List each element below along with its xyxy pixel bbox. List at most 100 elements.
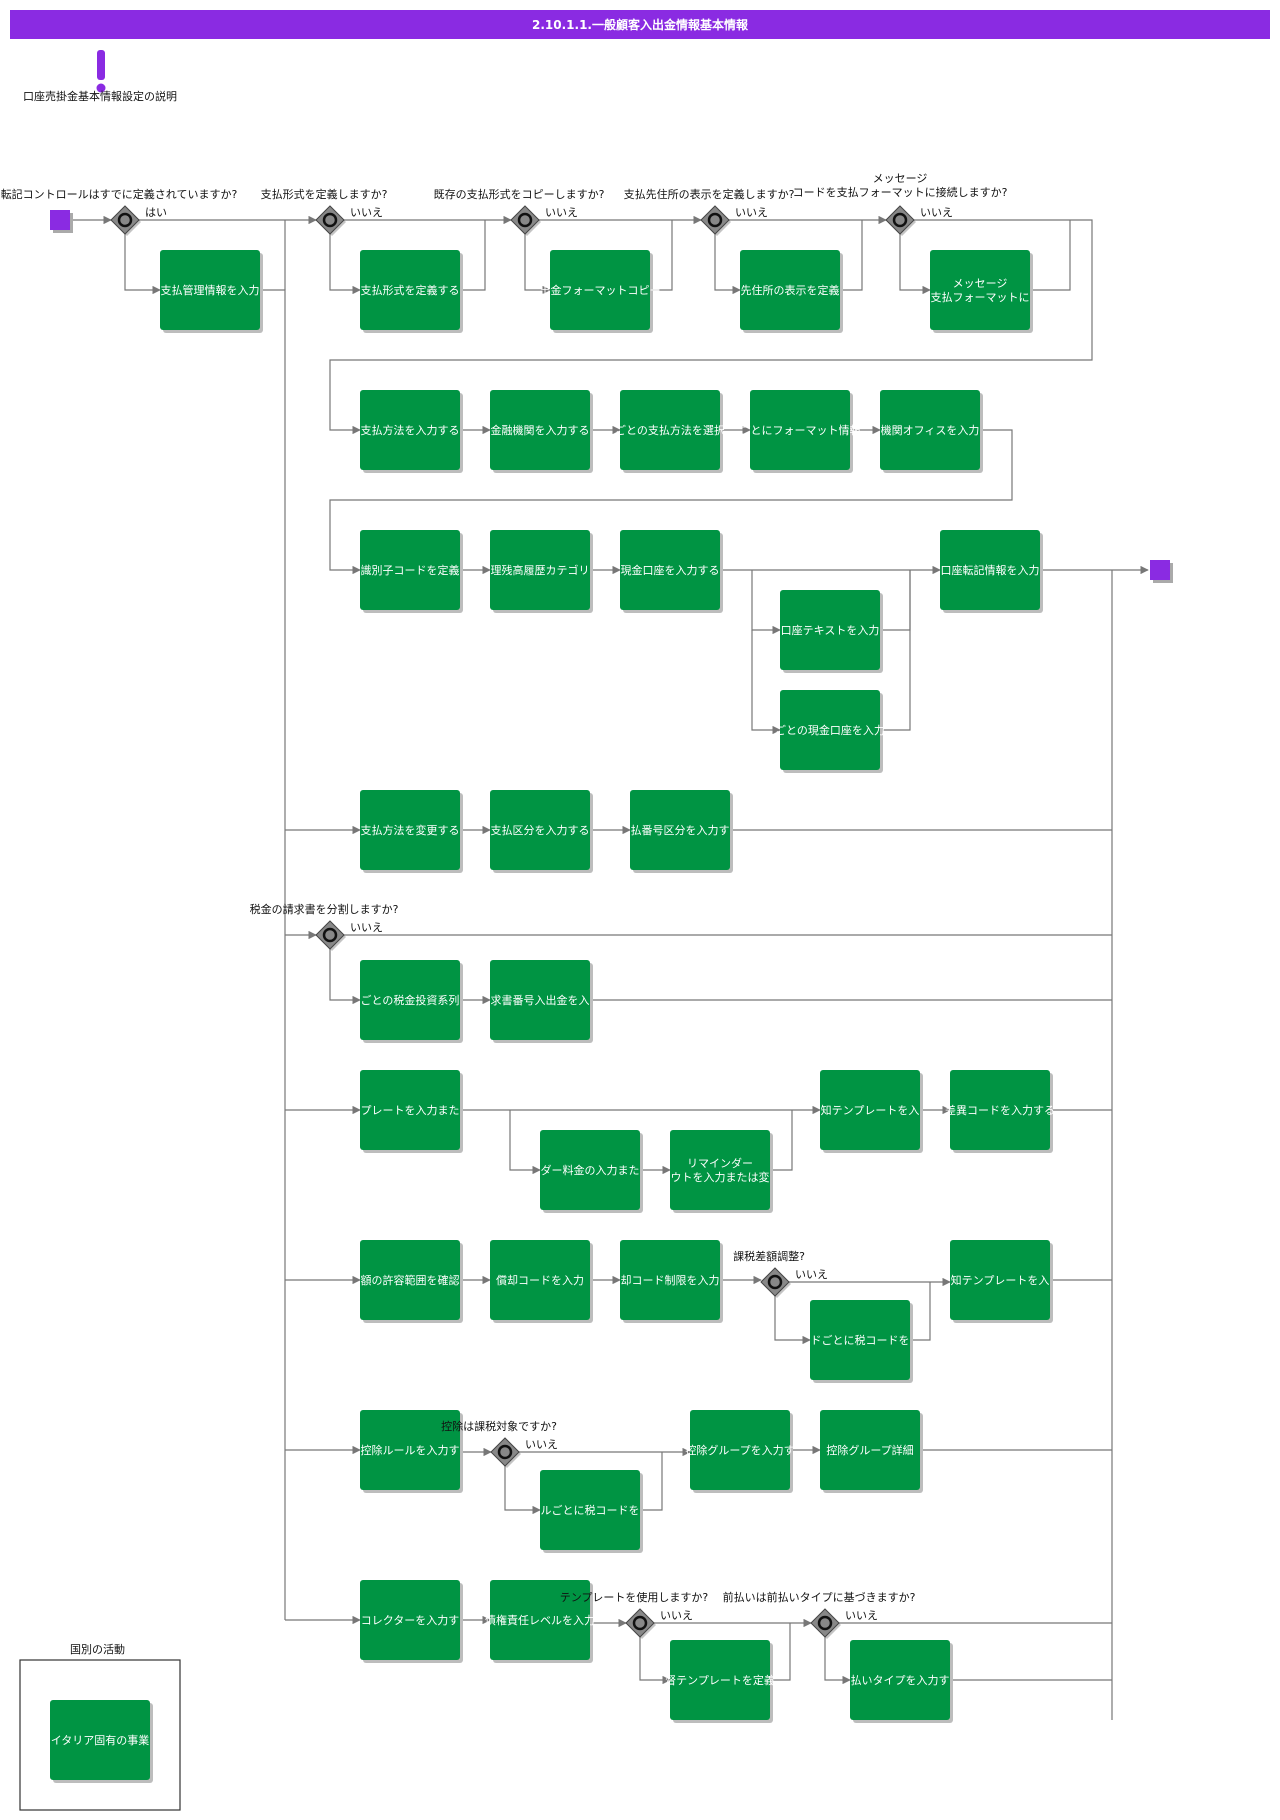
task-body	[750, 390, 850, 470]
note-label: 口座売掛金基本情報設定の説明	[23, 89, 177, 103]
task-t15[interactable]: ごとの現金口座を入力	[775, 690, 885, 773]
task-t34[interactable]: 控除グループを入力す	[685, 1410, 795, 1493]
task-t14[interactable]: 口座テキストを入力	[780, 590, 883, 673]
gateway-g7[interactable]: 課税差額調整?いいえ	[733, 1249, 828, 1298]
connector-line	[880, 570, 911, 731]
task-t21[interactable]: 求書番号入出金を入	[490, 960, 593, 1043]
task-label: 機関オフィスを入力	[881, 423, 980, 437]
task-label: 求書番号入出金を入	[491, 993, 590, 1007]
task-t30[interactable]: ドごとに税コードを	[810, 1300, 913, 1383]
task-label: 知テンプレートを入	[821, 1103, 920, 1117]
end-event[interactable]	[1150, 560, 1173, 583]
task-t2[interactable]: 支払形式を定義する	[360, 250, 463, 333]
task-t23[interactable]: ダー料金の入力また	[540, 1130, 643, 1213]
task-t6[interactable]: 支払方法を入力する	[360, 390, 463, 473]
gateway-g6[interactable]: 税金の請求書を分割しますか?いいえ	[250, 902, 399, 951]
task-label: 支払形式を定義する	[361, 283, 460, 297]
gateway-diamond	[510, 205, 540, 235]
gateway-branch-label: いいえ	[735, 206, 768, 219]
gateway-g9[interactable]: テンプレートを使用しますか?いいえ	[560, 1591, 709, 1639]
task-t40[interactable]: イタリア固有の事業	[50, 1700, 153, 1783]
task-t7[interactable]: 金融機関を入力する	[490, 390, 593, 473]
task-t3[interactable]: 出金フォーマットコピー	[540, 250, 661, 333]
task-label: 理残高履歴カテゴリ	[491, 563, 590, 577]
task-t9[interactable]: ごとにフォーマット情報	[740, 390, 861, 473]
nodes: 支払管理情報を入力 支払形式を定義する 出金フォーマットコピー先住所の表示を定義 メッ…	[1, 172, 1173, 1783]
task-label: 債権責任レベルを入力	[485, 1613, 595, 1627]
task-label: 額の許容範囲を確認	[361, 1273, 460, 1287]
gateway-g2[interactable]: 支払形式を定義しますか?いいえ	[261, 187, 388, 236]
gateway-question: 既存の支払形式をコピーしますか?	[434, 187, 605, 201]
task-body	[360, 250, 460, 330]
start-event[interactable]	[50, 210, 73, 233]
task-t19[interactable]: 払番号区分を入力す	[630, 790, 733, 873]
gateway-diamond	[810, 1608, 840, 1638]
task-t10[interactable]: 機関オフィスを入力	[880, 390, 983, 473]
task-t22[interactable]: プレートを入力また	[360, 1070, 463, 1153]
task-t13[interactable]: 現金口座を入力する	[620, 530, 723, 613]
task-label: ごとの税金投資系列	[361, 993, 460, 1007]
task-label: 控除ルールを入力す	[361, 1443, 460, 1457]
connector-line	[840, 220, 863, 291]
task-t28[interactable]: 償却コードを入力	[490, 1240, 593, 1323]
task-t32[interactable]: 控除ルールを入力す	[360, 1410, 463, 1493]
task-t27[interactable]: 額の許容範囲を確認	[360, 1240, 463, 1323]
gateway-g10[interactable]: 前払いは前払いタイプに基づきますか?いいえ	[723, 1590, 916, 1639]
task-body	[670, 1130, 770, 1210]
task-label: 差異コードを入力する	[945, 1103, 1055, 1117]
task-body	[360, 1240, 460, 1320]
task-label: 支払区分を入力する	[491, 823, 590, 837]
task-t18[interactable]: 支払区分を入力する	[490, 790, 593, 873]
connector-line	[460, 220, 486, 291]
task-t16[interactable]: 口座転記情報を入力	[940, 530, 1043, 613]
task-t36[interactable]: コレクターを入力す	[360, 1580, 463, 1663]
task-t11[interactable]: 識別子コードを定義	[360, 530, 463, 613]
gateway-question: 控除は課税対象ですか?	[441, 1419, 557, 1433]
task-label-line1: リマインダー	[687, 1156, 753, 1170]
task-label: 金融機関を入力する	[491, 423, 590, 437]
task-t8[interactable]: ごとの支払方法を選択	[615, 390, 725, 473]
task-t1[interactable]: 支払管理情報を入力	[160, 250, 263, 333]
task-label: ごとの支払方法を選択	[615, 423, 725, 437]
task-body	[810, 1300, 910, 1380]
task-t25[interactable]: 知テンプレートを入	[820, 1070, 923, 1153]
gateway-branch-label: いいえ	[845, 1609, 878, 1622]
legend-title: 国別の活動	[70, 1642, 125, 1656]
gateway-diamond	[760, 1267, 790, 1297]
gateway-diamond	[490, 1437, 520, 1467]
gateway-circle-icon	[322, 927, 338, 943]
task-t39[interactable]: 払いタイプを入力す	[850, 1640, 953, 1723]
connector-line	[524, 234, 551, 295]
task-t37[interactable]: 債権責任レベルを入力	[485, 1580, 595, 1663]
task-label: 払いタイプを入力す	[851, 1673, 950, 1687]
end-event-square	[1150, 560, 1170, 580]
task-t31[interactable]: 知テンプレートを入	[950, 1240, 1053, 1323]
task-body	[950, 1240, 1050, 1320]
task-body	[160, 250, 260, 330]
task-t20[interactable]: ごとの税金投資系列	[360, 960, 463, 1043]
task-label: ごとにフォーマット情報	[740, 423, 861, 437]
gateway-question: 支払形式を定義しますか?	[261, 187, 388, 201]
task-label: ドごとに税コードを	[811, 1333, 910, 1347]
gateway-g4[interactable]: 支払先住所の表示を定義しますか?いいえ	[624, 187, 795, 236]
task-t17[interactable]: 支払方法を変更する	[360, 790, 463, 873]
gateway-g8[interactable]: 控除は課税対象ですか?いいえ	[441, 1419, 558, 1468]
task-t26[interactable]: 差異コードを入力する	[945, 1070, 1055, 1153]
task-t4[interactable]: 先住所の表示を定義	[740, 250, 843, 333]
gateway-g3[interactable]: 既存の支払形式をコピーしますか?いいえ	[434, 187, 605, 236]
gateway-g1[interactable]: 転記コントロールはすでに定義されていますか?はい	[1, 187, 238, 236]
task-t35[interactable]: 控除グループ詳細	[820, 1410, 923, 1493]
task-t33[interactable]: ルごとに税コードを	[540, 1470, 643, 1553]
connector-line	[899, 234, 931, 295]
task-t12[interactable]: 理残高履歴カテゴリ	[490, 530, 593, 613]
task-t38[interactable]: 督テンプレートを定義	[665, 1640, 775, 1723]
task-t29[interactable]: 却コード制限を入力	[620, 1240, 723, 1323]
task-label: 口座テキストを入力	[781, 623, 880, 637]
task-body	[360, 1410, 460, 1490]
task-body	[850, 1640, 950, 1720]
task-body	[780, 690, 880, 770]
task-label: コレクターを入力す	[361, 1614, 460, 1627]
